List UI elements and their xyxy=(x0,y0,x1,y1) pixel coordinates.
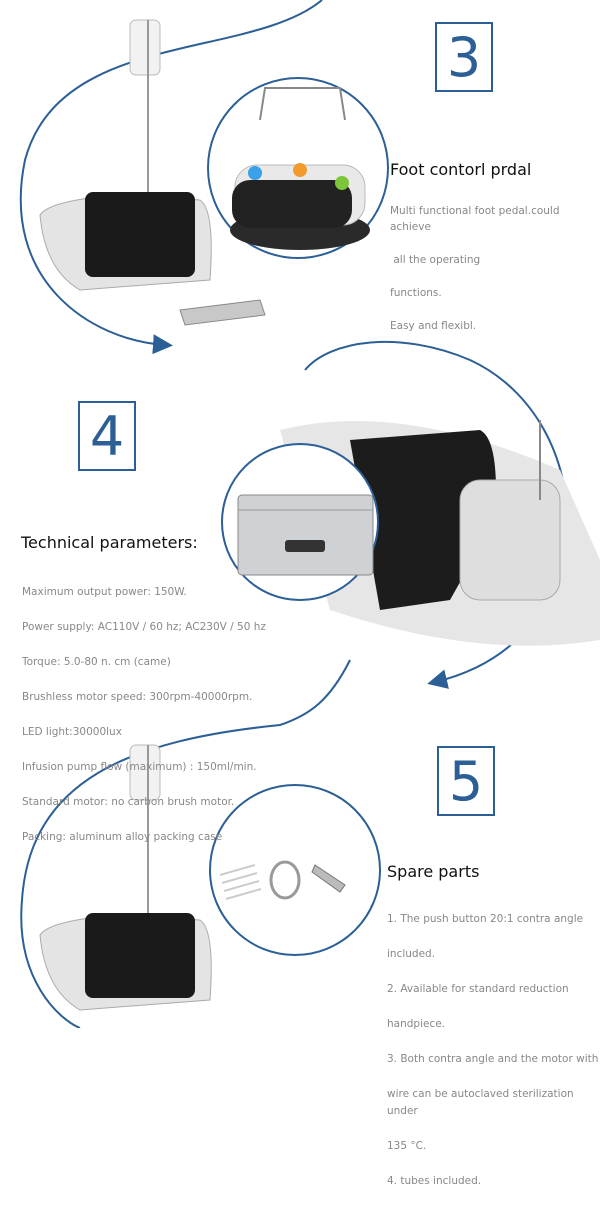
spare-parts-image xyxy=(219,860,346,900)
case-image xyxy=(237,494,374,576)
text-line: 135 °C. xyxy=(387,1140,427,1152)
text-line: 2. Available for standard reduction xyxy=(387,982,569,995)
text-line: 1. The push button 20:1 contra angle xyxy=(387,912,584,925)
section-title: Technical parameters: xyxy=(21,533,198,552)
text-line: all the operating xyxy=(390,254,481,266)
text-line: LED light:30000lux xyxy=(22,725,122,738)
text-line: 3. Both contra angle and the motor with xyxy=(387,1052,599,1065)
section-body: Multi functional foot pedal.could achiev… xyxy=(390,186,600,351)
step-number-5: 5 xyxy=(437,746,495,816)
text-line: Brushless motor speed: 300rpm-40000rpm. xyxy=(22,690,253,703)
text-line: Packing: aluminum alloy packing case xyxy=(22,830,223,843)
section-title: Foot contorl prdal xyxy=(390,160,532,179)
device-image xyxy=(39,744,212,1011)
text-line: Torque: 5.0-80 n. cm (came) xyxy=(22,655,171,668)
text-line: Power supply: AC110V / 60 hz; AC230V / 5… xyxy=(22,620,266,633)
connector-curve xyxy=(20,659,351,1028)
text-line: Easy and flexibl. xyxy=(390,320,477,332)
text-line: Infusion pump flow (maximum) : 150ml/min… xyxy=(22,760,257,773)
text-line: functions. xyxy=(390,287,442,299)
step-number-3: 3 xyxy=(435,22,493,92)
device-image xyxy=(39,19,266,326)
text-line: Maximum output power: 150W. xyxy=(22,585,187,598)
text-line: 4. tubes included. xyxy=(387,1175,482,1187)
section-body: 1. The push button 20:1 contra angle inc… xyxy=(387,893,600,1208)
text-line: Multi functional foot pedal.could achiev… xyxy=(390,204,560,234)
text-line: wire can be autoclaved sterilization und… xyxy=(387,1087,574,1118)
step-number-4: 4 xyxy=(78,401,136,471)
connector-curve xyxy=(19,0,323,355)
section-title: Spare parts xyxy=(387,862,480,881)
text-line: handpiece. xyxy=(387,1017,446,1030)
section-body: Maximum output power: 150W. Power supply… xyxy=(22,566,266,864)
foot-pedal-image xyxy=(230,87,370,250)
text-line: included. xyxy=(387,947,436,960)
text-line: Standard motor: no carbon brush motor. xyxy=(22,795,235,808)
illustration-layer xyxy=(19,0,600,1028)
